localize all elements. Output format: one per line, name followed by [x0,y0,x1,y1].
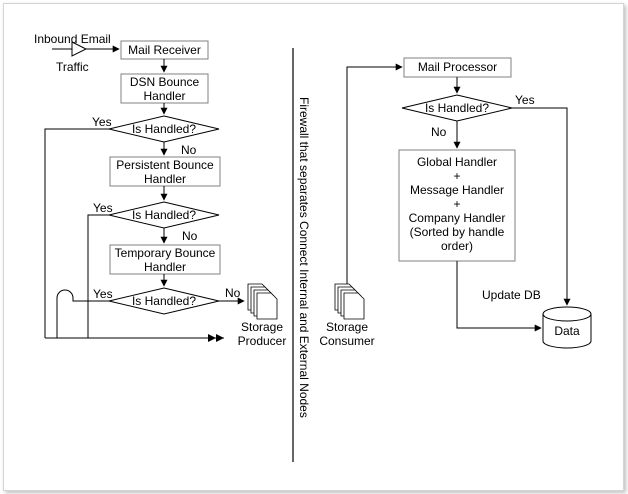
firewall-label: Firewall that separates Connect Internal… [297,97,311,418]
merge-arrow-1 [208,334,216,342]
handler-line-2: + [453,169,460,183]
storage-consumer-icon [334,283,365,320]
temporary-bounce-box [109,244,221,275]
storage-consumer-label-2: Consumer [319,334,374,348]
decision-3-label: Is Handled? [132,294,196,308]
decision-2-yes-path [87,214,109,338]
right-decision-no: No [431,125,447,139]
right-yes-path [512,107,571,306]
persistent-bounce-box [109,156,221,187]
handler-line-4: + [453,197,460,211]
arrow-consumer-processor [346,63,403,284]
decision-1-yes: Yes [92,115,112,129]
persistent-bounce-label-2: Handler [144,172,186,186]
update-db-label: Update DB [482,288,541,302]
decision-1-yes-path [44,128,109,338]
right-decision-yes: Yes [515,93,535,107]
mail-receiver-label: Mail Receiver [128,43,201,57]
handler-line-6: (Sorted by handle [410,225,505,239]
handler-line-1: Global Handler [417,155,497,169]
storage-producer-label-2: Producer [238,334,287,348]
merge-arrow-2 [216,334,224,342]
inbound-gate-icon [71,41,88,57]
decision-3-yes-path [56,289,109,338]
decision-2-yes: Yes [93,201,113,215]
handler-line-3: Message Handler [410,183,504,197]
decision-3-yes: Yes [93,287,113,301]
data-database-icon [542,306,592,349]
handlers-box [398,149,516,262]
data-label: Data [554,324,580,338]
inbound-label-2: Traffic [56,60,89,74]
handler-line-5: Company Handler [409,211,506,225]
decision-1-label: Is Handled? [132,122,196,136]
mail-processor-label: Mail Processor [418,60,497,74]
decision-1-no: No [181,143,197,157]
temporary-bounce-label-2: Handler [144,260,186,274]
temporary-bounce-label-1: Temporary Bounce [115,246,216,260]
right-decision-label: Is Handled? [425,101,489,115]
storage-consumer-label-1: Storage [326,320,368,334]
persistent-bounce-label-1: Persistent Bounce [116,158,214,172]
decision-3-diamond [108,287,220,315]
decision-3-no: No [225,286,241,300]
update-db-path [456,261,542,332]
storage-producer-label-1: Storage [241,320,283,334]
decision-2-no: No [182,229,198,243]
dsn-bounce-label-1: DSN Bounce [130,75,200,89]
diagram-frame [3,3,624,491]
inbound-label-1: Inbound Email [34,32,111,46]
dsn-bounce-label-2: Handler [143,89,185,103]
decision-2-label: Is Handled? [132,208,196,222]
storage-producer-icon [247,283,278,320]
handler-line-7: order) [441,239,473,253]
